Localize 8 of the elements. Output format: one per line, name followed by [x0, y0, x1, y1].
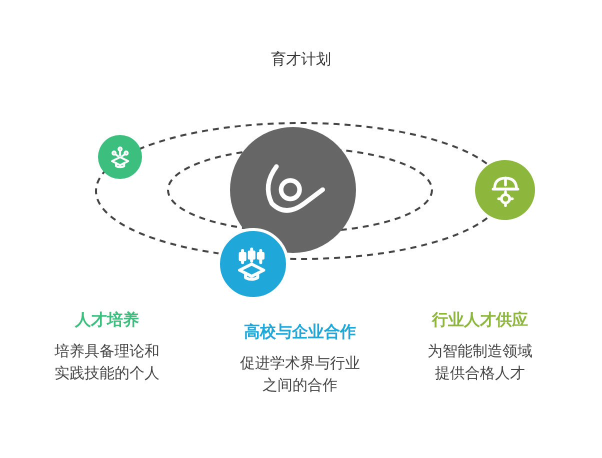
section-description: 促进学术界与行业之间的合作 [239, 353, 361, 396]
section-description: 为智能制造领域提供合格人才 [426, 341, 534, 384]
icon-circle [98, 135, 142, 179]
section-heading: 行业人才供应 [430, 310, 529, 331]
section-heading: 人才培养 [74, 310, 140, 331]
title: 育才计划 [270, 50, 332, 69]
section-heading: 高校与企业合作 [243, 322, 357, 343]
section-description: 培养具备理论和实践技能的个人 [54, 341, 160, 384]
